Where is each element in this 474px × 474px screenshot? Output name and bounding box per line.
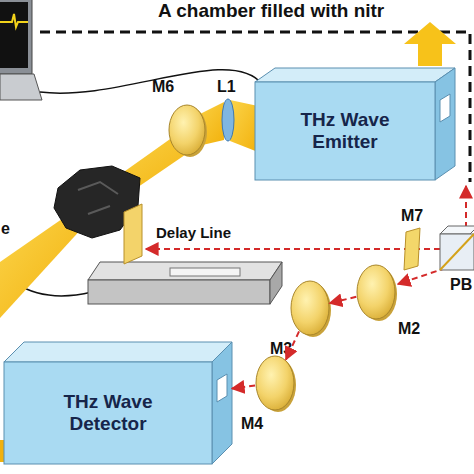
mirror: M4 [255, 355, 295, 411]
text-holder: THz Wave Emitter [255, 82, 435, 180]
mirror-label: M2 [398, 320, 420, 338]
mirror: M3 [290, 280, 330, 336]
emitter-box: THz Wave Emitter [255, 68, 455, 180]
mirror-label: M6 [152, 78, 174, 96]
waveform-trace [0, 14, 28, 27]
box-side-face [435, 68, 455, 180]
mirror: M2 [356, 264, 396, 320]
probe-beam [465, 186, 467, 228]
node-outline [404, 228, 420, 270]
box-side-face [212, 342, 232, 464]
box-window [217, 374, 227, 402]
node-outline [290, 280, 330, 336]
mirror-label: M4 [241, 415, 263, 433]
chamber-outline [40, 32, 470, 182]
part-label: PB [450, 276, 472, 294]
lens [222, 99, 234, 141]
mirror-label: M3 [270, 340, 292, 358]
laptop-base [0, 74, 42, 100]
delay-stage [88, 262, 282, 280]
laptop-screen-frame [0, 0, 32, 74]
probe-beam [232, 386, 255, 389]
mirror-face [404, 228, 420, 270]
beam-splitter [440, 226, 474, 234]
part-label: Delay Line [156, 224, 231, 241]
stage-rail [170, 268, 240, 276]
sample-texture [78, 182, 118, 214]
text-holder: THz Wave Detector [4, 362, 212, 464]
box-title: THz Wave Emitter [286, 109, 404, 153]
mirror: M6 [168, 104, 206, 156]
mirror-label: M7 [401, 207, 423, 225]
nitrogen-arrow [404, 22, 456, 66]
mirror-face [169, 105, 205, 155]
node-outline [356, 264, 396, 320]
detector-box: THz Wave Detector [4, 342, 232, 464]
node-outline [255, 355, 295, 411]
beam-splitter [440, 234, 474, 270]
box-top-face [4, 342, 232, 362]
probe-beam [330, 297, 357, 303]
box-top-face [255, 68, 455, 82]
delay-mirror [124, 204, 142, 264]
node-outline [168, 104, 206, 156]
mirror-plate: M7 [404, 228, 420, 270]
box-front-face [255, 82, 435, 180]
part-label: e [1, 220, 10, 238]
box-window [440, 94, 450, 122]
laptop-screen [0, 2, 28, 68]
mirror-face [357, 265, 395, 319]
delay-stage [88, 280, 270, 304]
mirror-face [291, 281, 329, 335]
box-front-face [4, 362, 212, 464]
mirror-face [256, 356, 294, 410]
probe-beam [146, 248, 440, 250]
part-label: L1 [217, 78, 236, 96]
splitter-face [440, 234, 474, 270]
part-label: A chamber filled with nitr [158, 0, 384, 22]
probe-beam [398, 268, 446, 284]
box-title: THz Wave Detector [49, 391, 167, 435]
delay-stage [270, 262, 282, 304]
